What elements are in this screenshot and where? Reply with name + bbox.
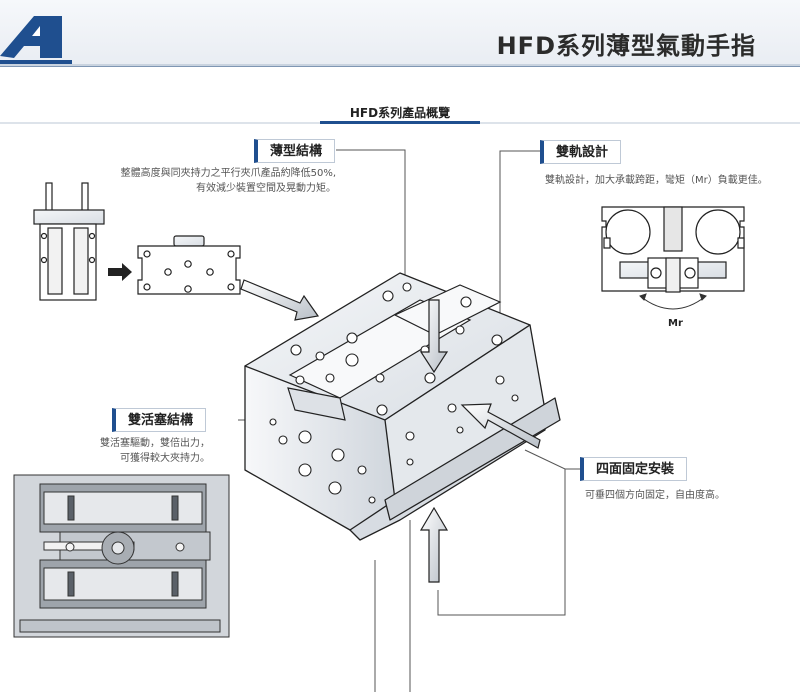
leader-mount (524, 449, 580, 470)
section-divider-accent (320, 121, 480, 124)
feature-label-four-side-mount: 四面固定安裝 (580, 457, 688, 481)
thin-arrow-icon (108, 263, 132, 281)
page-title: HFD系列薄型氣動手指 (496, 32, 756, 60)
thin-structure-illustration-after (137, 235, 241, 295)
arrow-thin-icon (240, 279, 320, 321)
header-divider (0, 64, 800, 66)
feature-desc-four-side-mount: 可垂四個方向固定，自由度高。 (585, 488, 725, 503)
desc-line: 雙軌設計，加大承載跨距，彎矩（Mr）負載更佳。 (545, 175, 768, 186)
rail-illustration (601, 206, 745, 293)
feature-label-dual-rail: 雙軌設計 (540, 140, 622, 164)
arrow-bottom-icon (419, 506, 449, 583)
leader-thin (336, 149, 406, 282)
arrow-mount-icon (460, 403, 541, 449)
piston-cutaway-illustration (13, 474, 230, 638)
desc-line: 可垂四個方向固定，自由度高。 (585, 490, 725, 501)
leader-lines (238, 149, 580, 692)
section-title: HFD系列產品概覽 (349, 106, 451, 120)
feature-desc-dual-piston: 雙活塞驅動，雙倍出力， 可獲得較大夾持力。 (20, 436, 210, 466)
feature-label-dual-piston: 雙活塞結構 (112, 408, 207, 432)
feature-desc-dual-rail: 雙軌設計，加大承載跨距，彎矩（Mr）負載更佳。 (545, 173, 768, 188)
desc-line: 可獲得較大夾持力。 (120, 453, 210, 464)
mr-label: Mr (668, 318, 683, 329)
leader-mount-right (437, 469, 566, 616)
arrow-rail-icon (419, 299, 449, 374)
thin-structure-illustration (33, 182, 105, 301)
desc-line: 整體高度與同夾持力之平行夾爪產品約降低50%, (120, 168, 336, 179)
desc-line: 有效減少裝置空間及晃動力矩。 (196, 183, 336, 194)
feature-label-thin-structure: 薄型結構 (254, 139, 336, 163)
desc-line: 雙活塞驅動，雙倍出力， (100, 438, 210, 449)
pointer-arrows (240, 279, 541, 583)
feature-desc-thin-structure: 整體高度與同夾持力之平行夾爪產品約降低50%, 有效減少裝置空間及晃動力矩。 (90, 166, 336, 196)
mr-moment-indicator (639, 293, 707, 310)
brand-logo-icon (0, 16, 72, 64)
gripper-holes (269, 282, 519, 504)
gripper-jaws (287, 284, 502, 421)
leader-rail (499, 150, 540, 330)
